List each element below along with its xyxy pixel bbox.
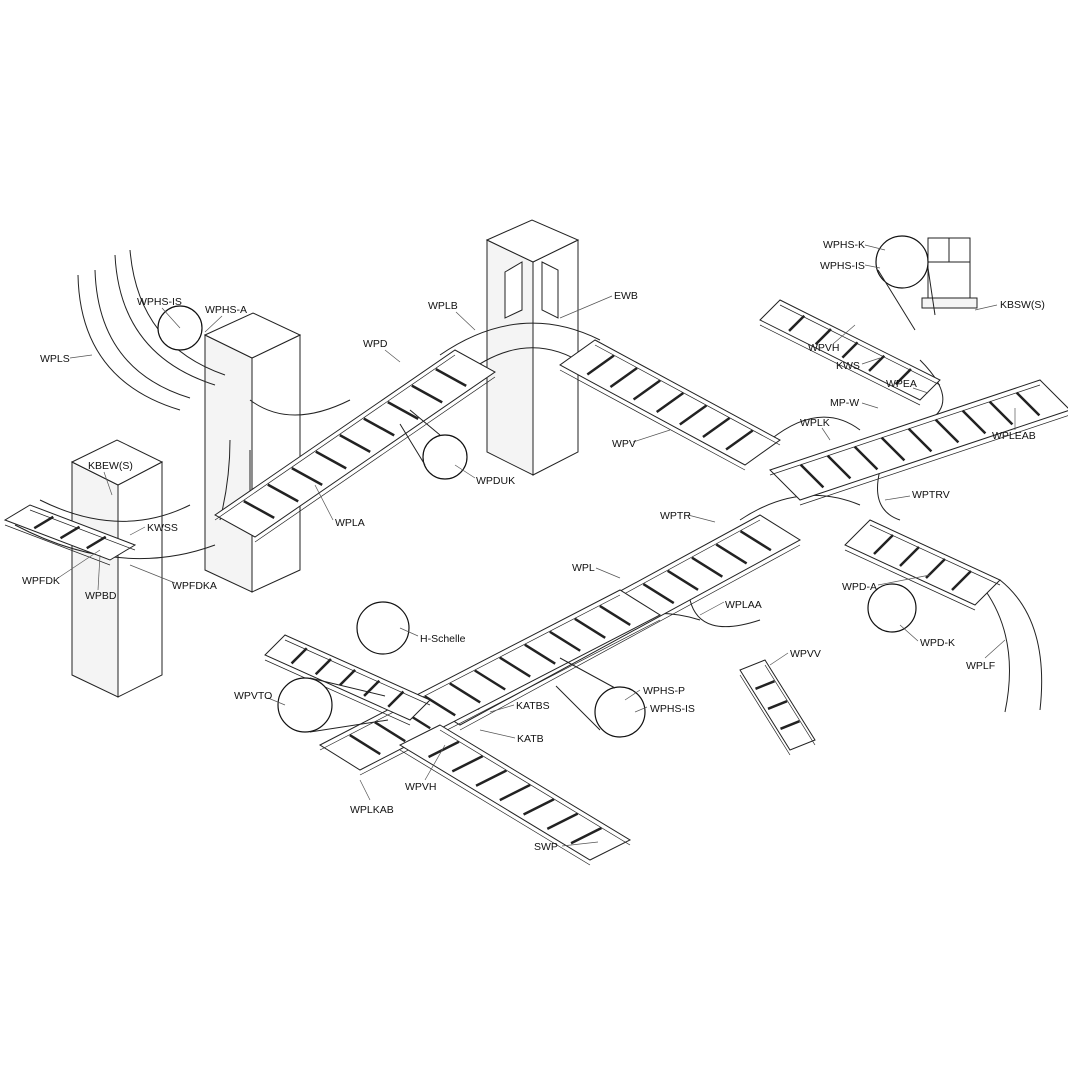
label-kwss: KWSS — [147, 522, 178, 534]
right-column — [921, 237, 978, 309]
ladder-wpvv — [739, 659, 816, 756]
left-column — [203, 312, 302, 593]
label-wphs-a: WPHS-A — [205, 304, 247, 316]
label-wpfdk: WPFDK — [22, 575, 60, 587]
label-wpvto: WPVTO — [234, 690, 272, 702]
label-wpd-a: WPD-A — [842, 581, 877, 593]
label-wplk: WPLK — [800, 417, 830, 429]
label-wptrv: WPTRV — [912, 489, 950, 501]
label-kws: KWS — [836, 360, 860, 372]
bottom-left-column — [70, 439, 164, 698]
label-wphs-is-top: WPHS-IS — [820, 260, 865, 272]
label-mp-w: MP-W — [830, 397, 859, 409]
label-wpvh-top: WPVH — [808, 342, 840, 354]
label-katb: KATB — [517, 733, 544, 745]
label-wpleab: WPLEAB — [992, 430, 1036, 442]
ladder-swp — [398, 724, 632, 866]
ladder-top-right — [559, 339, 781, 471]
ladder-wpla — [214, 349, 496, 543]
label-wplb: WPLB — [428, 300, 458, 312]
label-katbs: KATBS — [516, 700, 550, 712]
label-wpv: WPV — [612, 438, 636, 450]
label-wpd: WPD — [363, 338, 388, 350]
leader-lines — [57, 244, 1016, 847]
label-wphs-p: WPHS-P — [643, 685, 685, 697]
label-wpbd: WPBD — [85, 590, 117, 602]
label-ewb: EWB — [614, 290, 638, 302]
label-wphs-k: WPHS-K — [823, 239, 865, 251]
label-wpl: WPL — [572, 562, 595, 574]
label-h-schelle: H-Schelle — [420, 633, 466, 645]
label-kbew-s: KBEW(S) — [88, 460, 133, 472]
label-wpls: WPLS — [40, 353, 70, 365]
label-wpd-k: WPD-K — [920, 637, 955, 649]
label-wphs-is-bottom: WPHS-IS — [650, 703, 695, 715]
label-swp: SWP — [534, 841, 558, 853]
ladder-h-schelle — [264, 634, 431, 726]
label-wpvh-bottom: WPVH — [405, 781, 437, 793]
label-kbsw-s: KBSW(S) — [1000, 299, 1045, 311]
label-wpea: WPEA — [886, 378, 917, 390]
ladder-wpd-a — [844, 519, 1001, 611]
label-wplaa: WPLAA — [725, 599, 762, 611]
label-wpduk: WPDUK — [476, 475, 515, 487]
ladder-wplk — [769, 379, 1068, 506]
center-column — [485, 219, 580, 476]
label-wpla: WPLA — [335, 517, 365, 529]
ladder-top-upper — [759, 299, 941, 406]
label-wpvv: WPVV — [790, 648, 821, 660]
ladder-wpfdk — [3, 504, 137, 566]
label-wplkab: WPLKAB — [350, 804, 394, 816]
label-wplf: WPLF — [966, 660, 995, 672]
label-wptr: WPTR — [660, 510, 691, 522]
label-wpfdka: WPFDKA — [172, 580, 217, 592]
label-wphs-is-left: WPHS-IS — [137, 296, 182, 308]
part-labels: WPLS WPHS-IS WPHS-A WPD WPLB EWB WPHS-K WPHS-IS… — [22, 239, 1045, 853]
